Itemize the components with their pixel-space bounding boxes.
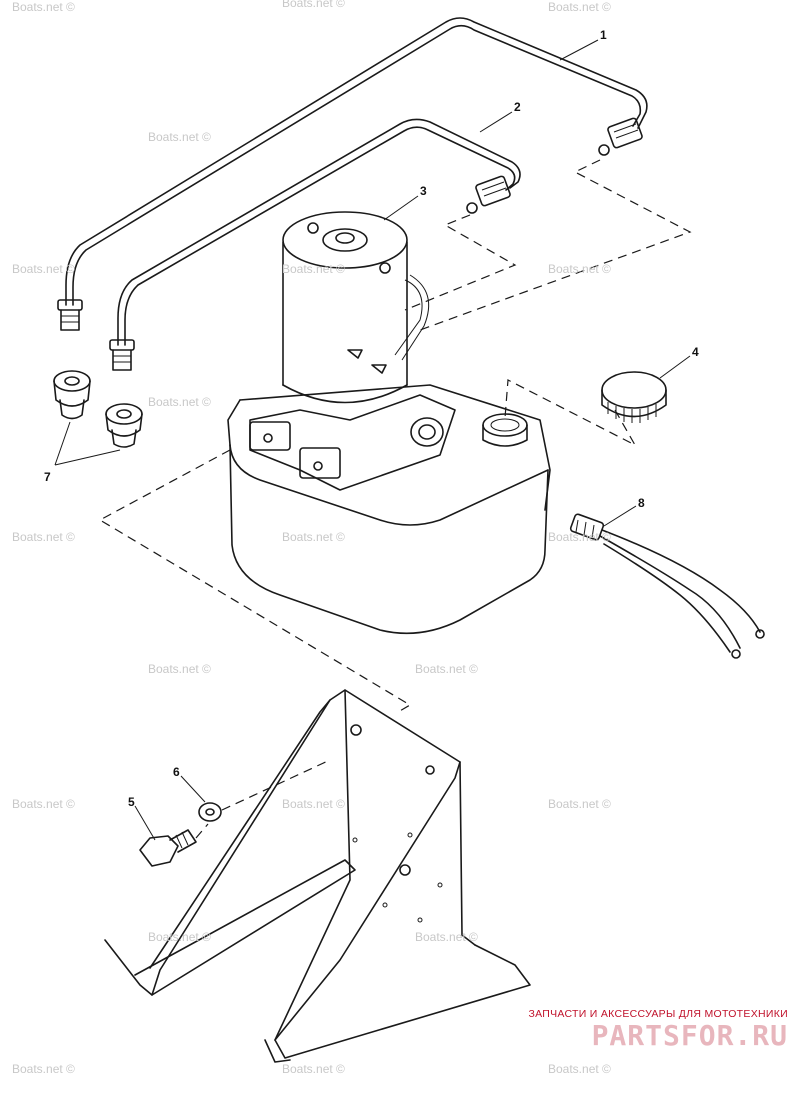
watermark: Boats.net © xyxy=(12,797,75,811)
watermark: Boats.net © xyxy=(148,930,211,944)
watermark: Boats.net © xyxy=(415,662,478,676)
watermark: Boats.net © xyxy=(148,662,211,676)
callout-leaders xyxy=(134,39,691,841)
watermark: Boats.net © xyxy=(548,530,611,544)
bolt-5 xyxy=(139,829,197,867)
callout-4: 4 xyxy=(692,345,699,359)
watermark: Boats.net © xyxy=(12,530,75,544)
callout-7: 7 xyxy=(44,470,51,484)
brand-logo: PARTSFOR.RU xyxy=(591,1019,788,1052)
callout-1: 1 xyxy=(600,28,607,42)
assembly-guide-lines xyxy=(98,159,692,839)
brand-block: ЗАПЧАСТИ И АКСЕССУАРЫ ДЛЯ МОТОТЕХНИКИ PA… xyxy=(488,1008,788,1052)
watermark: Boats.net © xyxy=(148,395,211,409)
watermark: Boats.net © xyxy=(12,262,75,276)
callout-2: 2 xyxy=(514,100,521,114)
callout-6: 6 xyxy=(173,765,180,779)
watermark: Boats.net © xyxy=(282,797,345,811)
watermark: Boats.net © xyxy=(548,0,611,14)
reservoir-cap-4 xyxy=(601,371,667,423)
electric-motor-3 xyxy=(282,211,430,404)
fittings-7 xyxy=(53,370,143,466)
watermark: Boats.net © xyxy=(282,262,345,276)
callout-5: 5 xyxy=(128,795,135,809)
watermark: Boats.net © xyxy=(548,1062,611,1076)
brand-tagline: ЗАПЧАСТИ И АКСЕССУАРЫ ДЛЯ МОТОТЕХНИКИ xyxy=(528,1008,788,1020)
watermark: Boats.net © xyxy=(12,0,75,14)
watermark: Boats.net © xyxy=(148,130,211,144)
pump-reservoir xyxy=(227,384,551,635)
hydraulic-line-2 xyxy=(109,118,521,371)
sensor-8 xyxy=(569,513,765,659)
watermark: Boats.net © xyxy=(282,0,345,10)
watermark: Boats.net © xyxy=(282,530,345,544)
watermark: Boats.net © xyxy=(548,262,611,276)
hydraulic-line-1 xyxy=(57,17,648,331)
watermark: Boats.net © xyxy=(415,930,478,944)
callout-8: 8 xyxy=(638,496,645,510)
washer-6 xyxy=(198,802,222,822)
watermark: Boats.net © xyxy=(282,1062,345,1076)
callout-3: 3 xyxy=(420,184,427,198)
watermark: Boats.net © xyxy=(548,797,611,811)
mounting-bracket xyxy=(104,689,531,1063)
watermark: Boats.net © xyxy=(12,1062,75,1076)
